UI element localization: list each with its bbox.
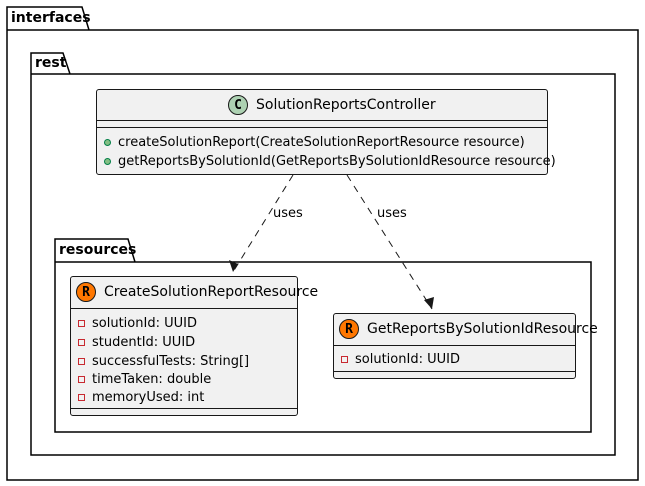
field-row: timeTaken: double	[78, 370, 211, 388]
method-row: getReportsBySolutionId(GetReportsBySolut…	[104, 152, 556, 170]
relation-label-get: uses	[377, 206, 407, 221]
private-field-icon	[78, 375, 85, 383]
field-text: solutionId: UUID	[92, 315, 197, 331]
method-signature: getReportsBySolutionId(GetReportsBySolut…	[118, 153, 556, 169]
private-field-icon	[341, 355, 348, 363]
field-text: timeTaken: double	[92, 371, 212, 387]
package-interfaces-frame	[6, 6, 639, 481]
uses-arrow-get	[346, 174, 433, 310]
relation-label-create: uses	[273, 206, 303, 221]
field-row: solutionId: UUID	[341, 350, 460, 368]
field-text: successfulTests: String[]	[92, 353, 250, 369]
field-text: studentId: UUID	[92, 334, 196, 350]
package-rest-frame	[30, 52, 616, 456]
field-row: studentId: UUID	[78, 333, 195, 351]
record-name: CreateSolutionReportResource	[104, 284, 319, 300]
uses-arrow-create	[232, 174, 294, 273]
public-method-icon	[104, 138, 111, 146]
private-field-icon	[78, 357, 85, 365]
package-interfaces-label: interfaces	[11, 10, 91, 26]
method-row: createSolutionReport(CreateSolutionRepor…	[104, 133, 525, 151]
class-solution-reports-controller[interactable]: C SolutionReportsController createSoluti…	[96, 89, 556, 175]
package-resources-frame	[54, 238, 592, 433]
package-resources-label: resources	[59, 242, 137, 258]
private-field-icon	[78, 338, 85, 346]
private-field-icon	[78, 319, 85, 327]
record-stereotype-icon: R	[339, 319, 359, 339]
public-method-icon	[104, 157, 111, 165]
arrowhead-create	[229, 260, 238, 272]
record-stereotype-icon: R	[76, 282, 96, 302]
class-stereotype-icon: C	[228, 95, 248, 115]
field-row: solutionId: UUID	[78, 314, 197, 332]
method-signature: createSolutionReport(CreateSolutionRepor…	[118, 134, 525, 150]
private-field-icon	[78, 393, 85, 401]
record-create-solution-report-resource[interactable]: R CreateSolutionReportResource solutionI…	[70, 276, 318, 416]
package-rest-label: rest	[35, 55, 67, 71]
arrowhead-get	[424, 297, 434, 309]
field-row: successfulTests: String[]	[78, 352, 249, 370]
field-row: memoryUsed: int	[78, 388, 204, 406]
record-get-reports-by-solution-id-resource[interactable]: R GetReportsBySolutionIdResource solutio…	[333, 313, 598, 379]
field-text: memoryUsed: int	[92, 389, 205, 405]
record-name: GetReportsBySolutionIdResource	[367, 321, 598, 337]
field-text: solutionId: UUID	[355, 351, 460, 367]
class-name: SolutionReportsController	[256, 97, 436, 113]
